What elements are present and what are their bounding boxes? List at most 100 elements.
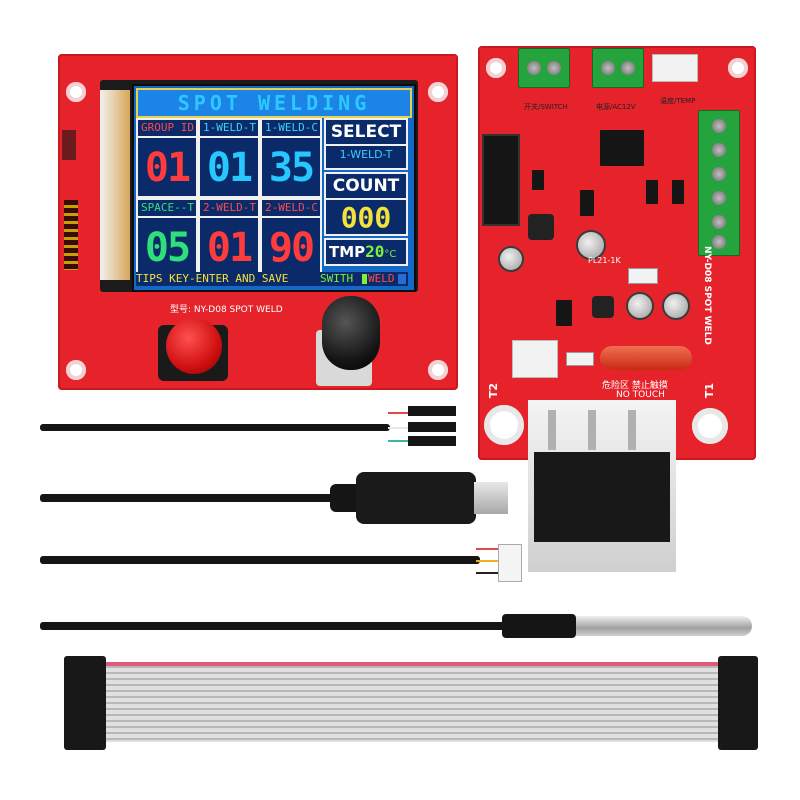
lcd-cell: 2-WELD-C 90 [260,198,322,278]
switch-terminal [518,48,570,88]
lcd-cell-value: 01 [206,225,253,271]
no-touch-silk: NO TOUCH [616,390,665,400]
mounting-hole [428,82,448,102]
dupont-plug [408,422,456,432]
probe-sleeve [502,614,576,638]
lcd-cell-label: 1-WELD-T [200,120,258,138]
tmp-label: TMP [329,243,366,261]
temp-silk: 温度/TEMP [660,97,696,105]
lcd-cell: 1-WELD-T 01 [198,118,260,198]
lcd-cell: 2-WELD-T 01 [198,198,260,278]
capacitor [498,246,524,272]
lcd-cell-label: 1-WELD-C [262,120,320,138]
dupont-plug [408,406,456,416]
mounting-hole [486,58,506,78]
fuse [600,346,692,370]
lcd-flex-cable [100,90,130,280]
tips-text: TIPS KEY-ENTER AND SAVE [136,272,289,285]
capacitor [626,292,654,320]
mounting-hole [66,360,86,380]
transistor [672,180,684,204]
usb-cable [40,494,340,502]
weld-label: WELD [368,272,395,285]
pin-header [64,200,78,270]
count-value: 000 [326,198,406,236]
transistor [532,170,544,190]
mounting-hole [428,360,448,380]
lcd-cell-value: 35 [268,145,315,191]
lcd-cell: 1-WELD-C 35 [260,118,322,198]
t1-label: T1 [703,382,717,399]
usb-connector [474,482,508,514]
jst-connector [498,544,522,582]
dupont-cable [40,424,390,431]
lcd-cell-label: SPACE--T [138,200,196,218]
warning-silk: 危险区 禁止触摸 [602,381,668,391]
dupont-plug [408,436,456,446]
power-terminal [592,48,644,88]
transistor [580,190,594,216]
wire-red [476,548,500,550]
idc-plug-right [718,656,758,750]
lcd-cell: SPACE--T 05 [136,198,198,278]
select-value: 1-WELD-T [326,144,406,164]
wire-green [388,440,410,442]
wire-white [388,427,410,429]
idc-plug-left [64,656,106,750]
output-terminal-block [698,110,740,256]
switch-indicator [362,274,367,284]
scr-lead [628,410,636,450]
resistor [566,352,594,366]
capacitor [662,292,690,320]
capacitor [576,230,606,260]
control-board-model: NY-D08 SPOT WELD [702,246,712,345]
transistor [556,300,572,326]
idc-header [482,134,520,226]
select-panel: SELECT 1-WELD-T [324,118,408,170]
lcd-cell-value: 05 [144,225,191,271]
enter-button[interactable] [166,318,222,374]
lcd-cell-label: 2-WELD-C [262,200,320,218]
temperature-probe [576,616,752,636]
switch-label: SWITH [320,272,354,285]
mounting-hole [728,58,748,78]
mounting-hole [692,408,728,444]
ic-chip [600,130,644,166]
lcd-cell-label: GROUP ID [138,120,196,138]
scr-module [534,452,670,542]
optocoupler [512,340,558,378]
weld-indicator [398,274,406,284]
temperature-panel: TMP20°C [324,238,408,266]
lcd-cell-label: 2-WELD-T [200,200,258,218]
select-label: SELECT [330,122,402,142]
lcd-title: SPOT WELDING [136,88,412,118]
usb-strain-relief [330,484,360,512]
wire-yellow [476,560,500,562]
ribbon-cable [100,662,720,742]
wire-red [388,412,410,414]
count-label: COUNT [332,176,400,196]
ribbon-red-stripe [100,662,720,666]
rotary-knob[interactable] [322,296,380,370]
mounting-hole [66,82,86,102]
pin-header [62,130,76,160]
part-label: PL21-1K [588,256,621,265]
lcd-cell-value: 90 [268,225,315,271]
lcd-cell-value: 01 [206,145,253,191]
count-panel: COUNT 000 [324,172,408,236]
switch-silk: 开关/SWITCH [524,103,568,111]
power-silk: 电源/AC12V [596,103,636,111]
inductor [528,214,554,240]
transistor [646,180,658,204]
sensor-module [628,268,658,284]
temp-connector [652,54,698,82]
sensor-cable [40,556,480,564]
inductor [592,296,614,318]
scr-lead [588,410,596,450]
t2-label: T2 [487,382,501,399]
wire-black [476,572,500,574]
